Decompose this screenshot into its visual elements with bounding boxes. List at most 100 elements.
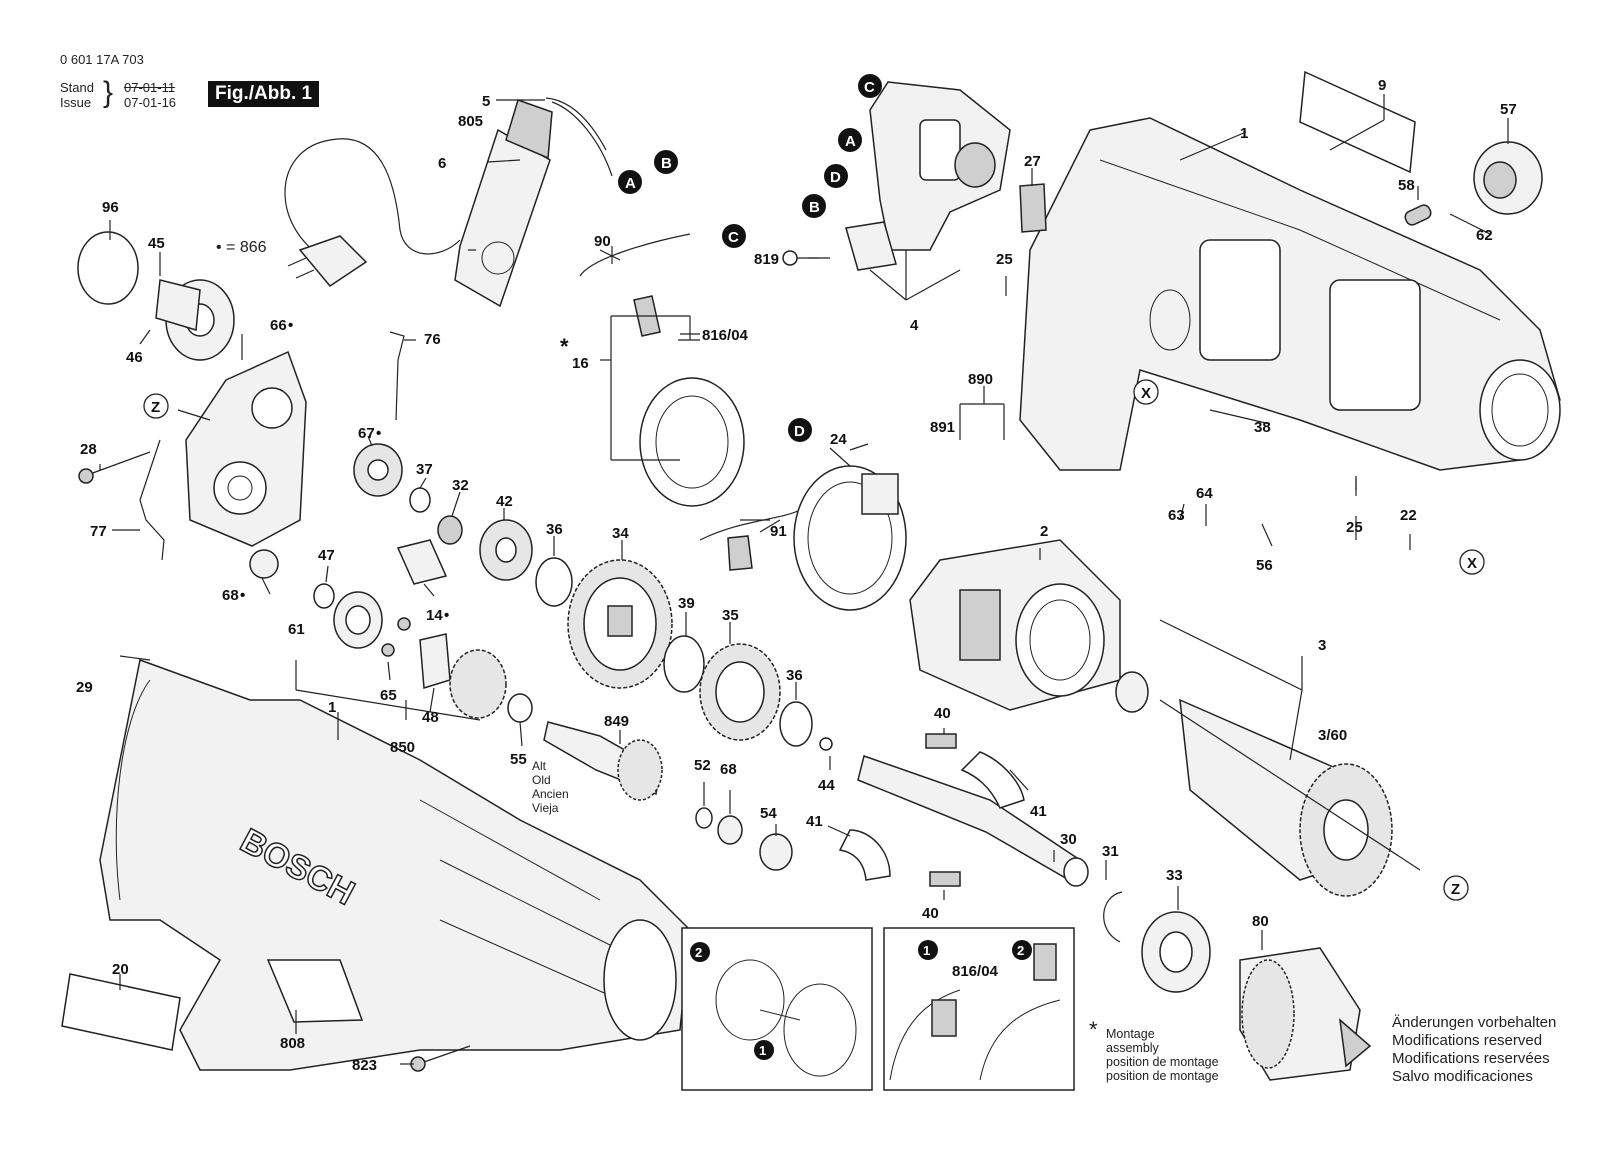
inset-marker <box>918 940 938 960</box>
callout-b <box>802 194 826 218</box>
intermediate-shaft <box>543 721 663 801</box>
modifications-note: Änderungen vorbehalten Modifications res… <box>1392 1014 1556 1086</box>
needle-bearing <box>396 539 448 585</box>
part-label: 850 <box>390 739 415 756</box>
callout-x <box>1459 549 1485 575</box>
ball-bearing <box>1141 911 1211 993</box>
part-label: 823 <box>352 1057 377 1074</box>
part-label: 46 <box>126 349 143 366</box>
inset-marker-label: 1 <box>923 943 930 958</box>
part-label: 31 <box>1102 843 1119 860</box>
montage-star: * <box>1089 1017 1098 1042</box>
part-label: 91 <box>770 523 787 540</box>
armature <box>1115 671 1421 897</box>
part-label: 25 <box>1346 519 1363 536</box>
part-label: 849 <box>604 713 629 730</box>
part-label: 62 <box>1476 227 1493 244</box>
part-number: 0 601 17A 703 <box>60 52 144 67</box>
washer <box>507 693 533 723</box>
part-label: 819 <box>754 251 779 268</box>
part-label: 57 <box>1500 101 1517 118</box>
part-label: 1 <box>1240 125 1248 142</box>
sleeve <box>249 549 279 579</box>
part-label: 36 <box>546 521 563 538</box>
modification-line: Modifications reserved <box>1392 1032 1543 1049</box>
part-label: 805 <box>458 113 483 130</box>
modification-line: Änderungen vorbehalten <box>1392 1014 1557 1031</box>
part-label: 45 <box>148 235 165 252</box>
part-label: 96 <box>102 199 119 216</box>
callout-c <box>722 224 746 248</box>
callout-z <box>143 393 169 419</box>
gear <box>699 643 781 741</box>
montage-line: assembly <box>1106 1041 1159 1055</box>
part-dot: • <box>376 425 381 442</box>
ball <box>819 737 833 751</box>
part-label: 42 <box>496 493 513 510</box>
issue-date: 07-01-16 <box>124 95 177 110</box>
part-label: 41 <box>1030 803 1047 820</box>
part-label: 37 <box>416 461 433 478</box>
inset-marker <box>1012 940 1032 960</box>
part-label: 61 <box>288 621 305 638</box>
callout-x <box>1133 379 1159 405</box>
ratchet-wheel <box>353 443 403 497</box>
montage-line: position de montage <box>1106 1055 1219 1069</box>
callout-d <box>788 418 812 442</box>
callout-letter: C <box>864 79 875 96</box>
callout-letter: A <box>845 133 856 150</box>
part-label: 22 <box>1400 507 1417 524</box>
inset-marker-label: 1 <box>759 1043 766 1058</box>
part-label: 6 <box>438 155 446 172</box>
part-label: 9 <box>1378 77 1386 94</box>
alt-word: Vieja <box>532 801 559 815</box>
inset-marker <box>690 942 710 962</box>
part-label: 40 <box>922 905 939 922</box>
assembly-inset-left <box>681 927 873 1091</box>
screw <box>78 451 151 484</box>
housing-half-left: BOSCH <box>99 658 691 1071</box>
part-label: 55 <box>510 751 527 768</box>
modification-line: Modifications reservées <box>1392 1050 1550 1067</box>
part-label: 38 <box>1254 419 1271 436</box>
alt-word: Old <box>532 773 551 787</box>
part-dot: • <box>240 587 245 604</box>
switch-assembly <box>782 81 1011 271</box>
ring <box>409 487 431 513</box>
part-label: 66 <box>270 317 287 334</box>
part-label: 808 <box>280 1035 305 1052</box>
washer <box>535 557 573 607</box>
part-label: 56 <box>1256 557 1273 574</box>
part-label: 68 <box>222 587 239 604</box>
part-label: 33 <box>1166 867 1183 884</box>
housing-half-right <box>1019 117 1561 471</box>
part-label: 44 <box>818 777 835 794</box>
part-label: 90 <box>594 233 611 250</box>
callout-letter: B <box>661 155 672 172</box>
part-label: 76 <box>424 331 441 348</box>
inset-marker-label: 2 <box>695 945 702 960</box>
part-label: 40 <box>934 705 951 722</box>
callout-letter: B <box>809 199 820 216</box>
spindle-lock <box>155 279 235 361</box>
power-cord <box>284 97 613 308</box>
brace-icon: } <box>103 76 114 109</box>
clutch-ring <box>333 591 383 649</box>
figure-label: Fig./Abb. 1 <box>208 81 320 107</box>
ring <box>695 807 713 829</box>
part-label: 27 <box>1024 153 1041 170</box>
part-labels: 5 805 6 1 9 57 58 62 27 25 4 819 96 45 4… <box>76 77 1517 1074</box>
part-label: 1 <box>328 699 336 716</box>
part-label: 25 <box>996 251 1013 268</box>
part-label: 891 <box>930 419 955 436</box>
alt-word: Alt <box>532 759 547 773</box>
part-label: 47 <box>318 547 335 564</box>
leader-lines <box>99 94 1509 1065</box>
part-label: 29 <box>76 679 93 696</box>
part-label: 2 <box>1040 523 1048 540</box>
washer <box>663 635 705 693</box>
nut-bore <box>495 537 517 563</box>
montage-line: position de montage <box>1106 1069 1219 1083</box>
washer <box>779 701 813 747</box>
